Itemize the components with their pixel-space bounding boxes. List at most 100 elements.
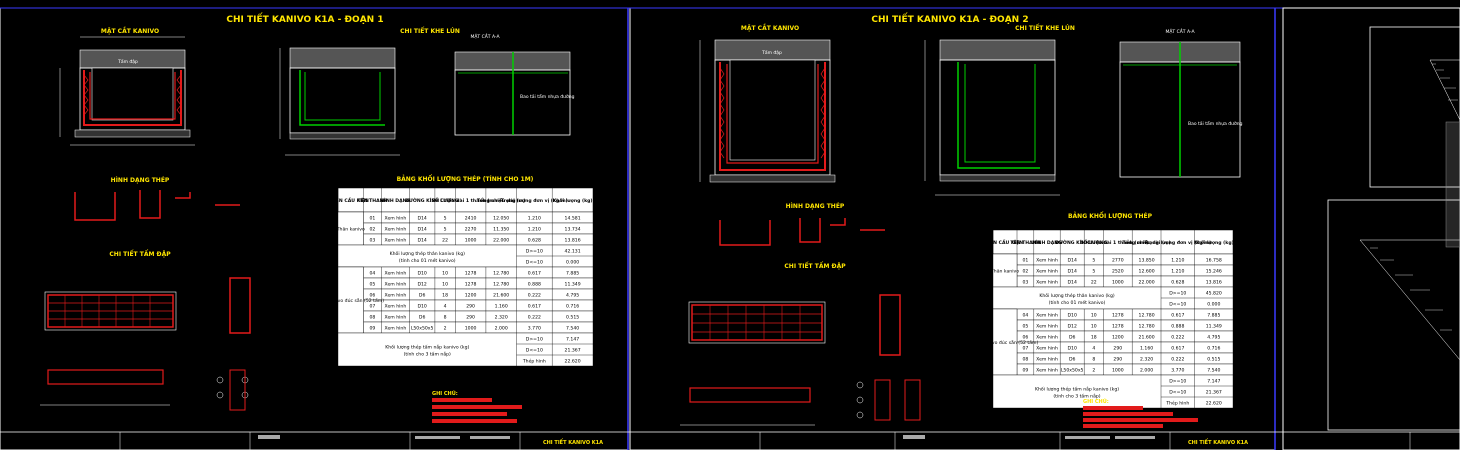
table-cell: 2	[444, 326, 447, 332]
table-cell: 06	[369, 293, 375, 299]
table-cell: D12	[417, 282, 426, 288]
table-group-name: Nắp kanivo đúc sẵn (52 tấm)	[317, 297, 384, 304]
table-cell: 1.210	[528, 216, 541, 222]
table-cell: 03	[1022, 280, 1028, 286]
table-subtotal-note: (tính cho 3 tấm nắp)	[1053, 393, 1100, 400]
table-cell: 02	[1022, 269, 1028, 275]
table-group-name: Nắp kanivo đúc sẵn (52 tấm)	[972, 339, 1039, 346]
sheet1-fill-label: Tấm đập	[117, 58, 138, 65]
table-cell: 1000	[1112, 280, 1124, 286]
sheet1-title-block: CHI TIẾT KANIVO K1A	[119, 432, 603, 450]
table-cell: 1278	[1112, 324, 1124, 330]
table-header-cell: TÊN CẤU KIỆN	[333, 196, 369, 204]
table-sum-label: D>=10	[526, 249, 543, 255]
sheet1-joint-drawing	[279, 47, 400, 156]
table-cell: 11.349	[565, 282, 581, 288]
table-cell: 12.780	[493, 282, 509, 288]
table-cell: 0.617	[528, 271, 541, 277]
table-cell: D6	[419, 293, 426, 299]
table-cell: 0.716	[566, 304, 579, 310]
table-cell: 0.716	[1207, 346, 1220, 352]
table-cell: 0.222	[528, 293, 541, 299]
table-cell: 1200	[465, 293, 477, 299]
table-cell: D14	[1068, 258, 1077, 264]
table-cell: 0.222	[1171, 357, 1184, 363]
table-cell: 10	[1091, 313, 1097, 319]
table-cell: 01	[1022, 258, 1028, 264]
table-cell: 4.795	[566, 293, 579, 299]
table-cell: 07	[1022, 346, 1028, 352]
table-cell: 1000	[465, 326, 477, 332]
sheet-2: CHI TIẾT KANIVO K1A - ĐOẠN 2 MẶT CẮT KAN…	[680, 12, 1248, 450]
table-cell: 3.770	[1171, 368, 1184, 374]
sheet2-cover-slab-drawing	[680, 294, 921, 426]
table-cell: 5	[1092, 269, 1095, 275]
table-cell: 16.758	[1206, 258, 1222, 264]
scroll-panel[interactable]	[1445, 121, 1460, 248]
table-cell: 2270	[465, 227, 477, 233]
table-cell: D10	[1068, 313, 1077, 319]
table-cell: Xem hình	[1036, 268, 1058, 275]
table-cell: 10	[1091, 324, 1097, 330]
table-cell: 12.600	[1139, 269, 1155, 275]
table-cell: Xem hình	[385, 314, 407, 321]
table-sum-label: D<=10	[526, 260, 543, 266]
table-cell: Xem hình	[1036, 367, 1058, 374]
table-cell: 1.210	[1171, 269, 1184, 275]
table-header-cell: TÊN THANH	[357, 196, 387, 204]
sheet1-cover-slab-drawing	[40, 277, 251, 411]
table-cell: 4	[444, 304, 447, 310]
table-cell: 2410	[465, 216, 477, 222]
table-cell: 12.780	[493, 271, 509, 277]
table-cell: 11.349	[1206, 324, 1222, 330]
table-cell: Xem hình	[385, 226, 407, 233]
table-header-cell: Trọng lượng đơn vị (kg/m)	[501, 198, 568, 204]
table-cell: Xem hình	[385, 270, 407, 277]
table-cell: 1000	[465, 238, 477, 244]
table-cell: D12	[1068, 324, 1077, 330]
table-header-cell: HÌNH DẠNG	[1032, 238, 1062, 246]
table-header-cell: Tổng chiều dài (m)	[1122, 238, 1171, 246]
table-sum-label: D<=10	[1169, 390, 1186, 396]
table-cell: Xem hình	[385, 281, 407, 288]
table-header-cell: Trọng lượng đơn vị (kg/m)	[1144, 240, 1211, 246]
table-header-cell: ĐƯỜNG KÍNH	[1055, 238, 1089, 246]
table-cell: 04	[369, 271, 375, 277]
table-cell: D14	[417, 238, 426, 244]
table-group-name: Thân kanivo	[990, 268, 1019, 275]
table-cell: D14	[1068, 280, 1077, 286]
sheet2-bitum-label: Bao tải tẩm nhựa đường	[1188, 120, 1243, 127]
table-cell: 12.780	[1139, 324, 1155, 330]
table-cell: 14.581	[565, 216, 581, 222]
table-header-cell: SỐ LƯỢNG	[431, 196, 458, 204]
sheet2-main-title: CHI TIẾT KANIVO K1A - ĐOẠN 2	[871, 12, 1028, 25]
table-header-cell: Khối lượng (kg)	[1194, 239, 1234, 246]
table-sum-value: 0.000	[1207, 302, 1220, 308]
table-cell: Xem hình	[385, 325, 407, 332]
table-cell: Xem hình	[1036, 279, 1058, 286]
table-cell: 7.540	[1207, 368, 1220, 374]
sheet2-section-aa-title: MẶT CẮT A-A	[1165, 27, 1195, 35]
table-cell: 08	[1022, 357, 1028, 363]
table-sum-value: 7.147	[566, 337, 579, 343]
table-cell: 21.600	[1139, 335, 1155, 341]
table-cell: 18	[442, 293, 448, 299]
table-cell: Xem hình	[385, 215, 407, 222]
table-cell: D6	[1069, 335, 1076, 341]
sheet2-cross-section-drawing: Tấm đập	[699, 39, 836, 183]
table-sum-label: D<=10	[1169, 302, 1186, 308]
table-subtotal-label: Khối lượng thép thân kanivo (kg)	[390, 250, 466, 257]
table-cell: 2.000	[495, 326, 508, 332]
table-cell: 0.628	[1171, 280, 1184, 286]
table-sum-value: 22.620	[565, 359, 581, 365]
table-cell: 0.515	[566, 315, 579, 321]
table-cell: 15.246	[1206, 269, 1222, 275]
sheet1-notes-lines	[432, 398, 522, 423]
table-cell: 290	[1113, 346, 1122, 352]
sheet2-reinforcement-title: CHI TIẾT KHE LÚN	[1015, 24, 1075, 32]
table-cell: 07	[369, 304, 375, 310]
table-header-cell: Khối lượng (kg)	[553, 197, 593, 204]
table-cell: 8	[444, 315, 447, 321]
sheet1-cross-section-drawing: Tấm đập	[59, 36, 195, 146]
table-cell: 7.540	[566, 326, 579, 332]
